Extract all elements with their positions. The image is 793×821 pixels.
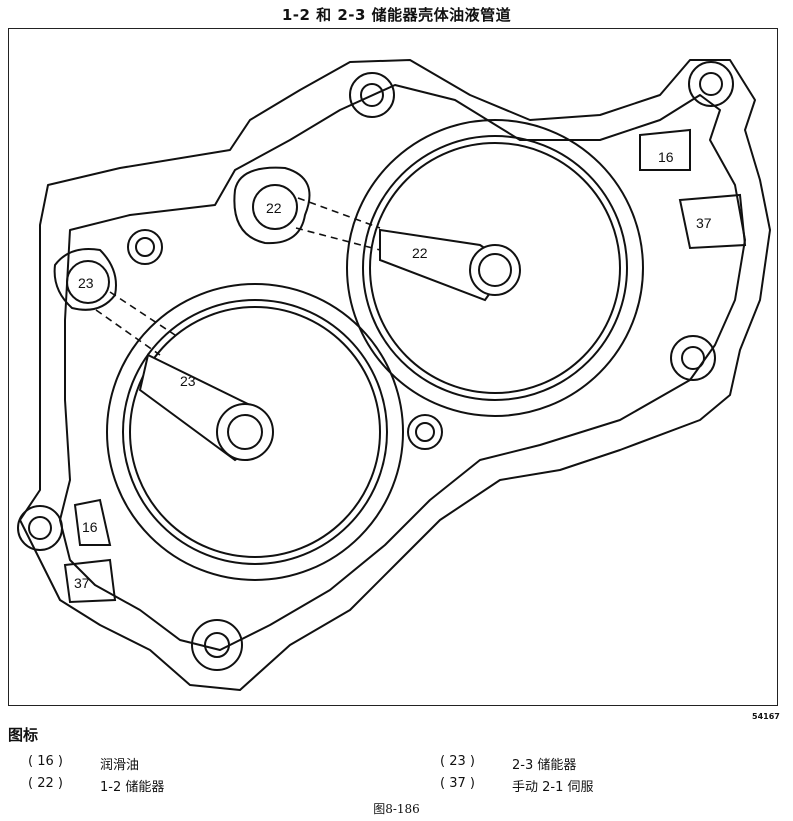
label-accumulator-12-port: 22 (266, 200, 282, 216)
accumulator-12-bore (346, 119, 644, 417)
port-37-top (678, 193, 747, 250)
label-accumulator-23-bore: 23 (180, 373, 196, 389)
label-accumulator-23-port: 23 (78, 275, 94, 291)
legend-item-16: ( 16 ) 润滑油 (28, 754, 139, 773)
bolt-hole (670, 335, 716, 381)
label-servo-top: 37 (696, 215, 712, 231)
housing-outline (19, 59, 771, 691)
legend-item-22: ( 22 ) 1-2 储能器 (28, 776, 164, 795)
legend-text: 2-3 储能器 (512, 758, 577, 773)
bolt-hole (191, 619, 243, 671)
port-37-bottom (63, 558, 117, 604)
label-accumulator-12-bore: 22 (412, 245, 428, 261)
legend-num: ( 16 ) (28, 754, 63, 769)
figure-id: 54167 (752, 712, 780, 721)
bolt-hole (17, 505, 63, 551)
fluid-passages (95, 197, 381, 356)
legend-text: 润滑油 (100, 758, 140, 773)
port-16-top (639, 128, 691, 171)
port-16-bottom (73, 498, 112, 546)
legend-num: ( 23 ) (440, 754, 475, 769)
label-lube-bottom: 16 (82, 519, 98, 535)
bolt-hole (127, 229, 163, 265)
label-lube-top: 16 (658, 149, 674, 165)
figure-caption: 图8-186 (373, 802, 420, 816)
bolt-hole (688, 61, 734, 107)
diagram-frame (8, 28, 778, 706)
legend-heading: 图标 (8, 726, 39, 744)
label-servo-bottom: 37 (74, 575, 90, 591)
legend-item-23: ( 23 ) 2-3 储能器 (440, 754, 576, 773)
port-22-boss (233, 166, 311, 245)
legend-item-37: ( 37 ) 手动 2-1 伺服 (440, 776, 594, 795)
bolt-hole (349, 72, 395, 118)
legend-num: ( 37 ) (440, 776, 475, 791)
legend-text: 1-2 储能器 (100, 780, 165, 795)
bolt-hole (407, 414, 443, 450)
diagram-title: 1-2 和 2-3 储能器壳体油液管道 (281, 6, 512, 24)
legend-num: ( 22 ) (28, 776, 63, 791)
legend-text: 手动 2-1 伺服 (512, 780, 594, 795)
accumulator-23-bore (106, 283, 404, 581)
